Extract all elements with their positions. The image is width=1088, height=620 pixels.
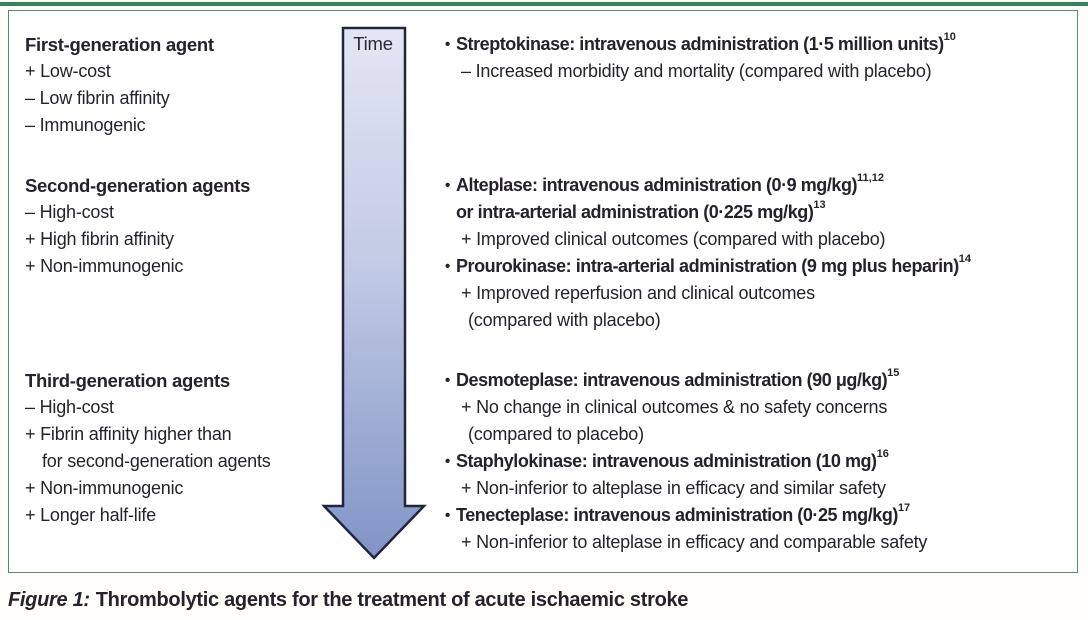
agent-group-second-gen: • Alteplase: intravenous administration (… (445, 172, 971, 334)
drug-line: • Alteplase: intravenous administration (… (445, 172, 971, 199)
outcome-note: + Improved clinical outcomes (compared w… (461, 229, 886, 249)
trait-line: – Immunogenic (25, 115, 146, 135)
generation-title: Third-generation agents (25, 370, 230, 391)
time-label: Time (353, 33, 393, 54)
outcome-note: + No change in clinical outcomes & no sa… (461, 397, 888, 417)
drug-text: or intra-arterial administration (0·225 … (456, 202, 814, 222)
bullet-icon: • (445, 36, 450, 53)
figure-box: First-generation agent + Low-cost – Low … (8, 10, 1078, 573)
outcome-note: – Increased morbidity and mortality (com… (461, 61, 932, 81)
bullet-icon: • (445, 453, 450, 470)
agent-group-third-gen: • Desmoteplase: intravenous administratio… (445, 367, 927, 556)
outcome-note: + Non-inferior to alteplase in efficacy … (461, 478, 886, 498)
reference-superscript: 13 (813, 199, 826, 212)
trait-line: – Low fibrin affinity (25, 88, 170, 108)
trait-line: + Non-immunogenic (25, 256, 184, 276)
trait-line: – High-cost (25, 397, 114, 417)
time-arrow-shape (321, 26, 427, 560)
generation-title: Second-generation agents (25, 175, 251, 196)
bullet-icon: • (445, 372, 450, 389)
time-arrow (321, 26, 427, 560)
reference-superscript: 14 (958, 253, 972, 266)
outcome-note: + Non-inferior to alteplase in efficacy … (461, 532, 928, 552)
generation-group-first: First-generation agent + Low-cost – Low … (25, 31, 214, 139)
drug-text: Staphylokinase: intravenous administrati… (456, 451, 877, 471)
top-rule (0, 2, 1088, 6)
trait-line: + Fibrin affinity higher than (25, 424, 232, 444)
drug-text: Tenecteplase: intravenous administration… (456, 505, 898, 525)
drug-text: Alteplase: intravenous administration (0… (456, 175, 858, 195)
agent-group-first-gen: • Streptokinase: intravenous administrati… (445, 31, 956, 85)
drug-line: • Staphylokinase: intravenous administrat… (445, 448, 927, 475)
reference-superscript: 17 (897, 502, 911, 515)
reference-superscript: 10 (943, 31, 956, 44)
drug-text: Prourokinase: intra-arterial administrat… (456, 256, 959, 276)
drug-line-continuation: or intra-arterial administration (0·225 … (445, 199, 971, 226)
reference-superscript: 11,12 (857, 172, 884, 185)
outcome-note-continuation: (compared to placebo) (468, 424, 644, 444)
bullet-icon: • (445, 507, 450, 524)
trait-line-continuation: for second-generation agents (42, 451, 271, 471)
bullet-icon: • (445, 177, 450, 194)
trait-line: – High-cost (25, 202, 114, 222)
drug-line: • Desmoteplase: intravenous administratio… (445, 367, 927, 394)
figure-caption-text: Thrombolytic agents for the treatment of… (95, 589, 689, 611)
trait-line: + Non-immunogenic (25, 478, 184, 498)
drug-text: Streptokinase: intravenous administratio… (456, 34, 944, 54)
outcome-note: + Improved reperfusion and clinical outc… (461, 283, 815, 303)
drug-line: • Streptokinase: intravenous administrati… (445, 31, 956, 58)
bullet-icon: • (445, 258, 450, 275)
reference-superscript: 16 (876, 448, 889, 461)
figure-caption-label: Figure 1: (8, 589, 90, 611)
drug-line: • Tenecteplase: intravenous administratio… (445, 502, 927, 529)
generation-title: First-generation agent (25, 34, 214, 55)
reference-superscript: 15 (887, 367, 900, 380)
outcome-note-continuation: (compared with placebo) (468, 310, 661, 330)
drug-text: Desmoteplase: intravenous administration… (456, 370, 888, 390)
generation-group-second: Second-generation agents – High-cost + H… (25, 172, 250, 280)
trait-line: + High fibrin affinity (25, 229, 174, 249)
trait-line: + Longer half-life (25, 505, 156, 525)
figure-caption: Figure 1:Thrombolytic agents for the tre… (8, 587, 688, 613)
trait-line: + Low-cost (25, 61, 111, 81)
drug-line: • Prourokinase: intra-arterial administra… (445, 253, 971, 280)
generation-group-third: Third-generation agents – High-cost + Fi… (25, 367, 271, 529)
